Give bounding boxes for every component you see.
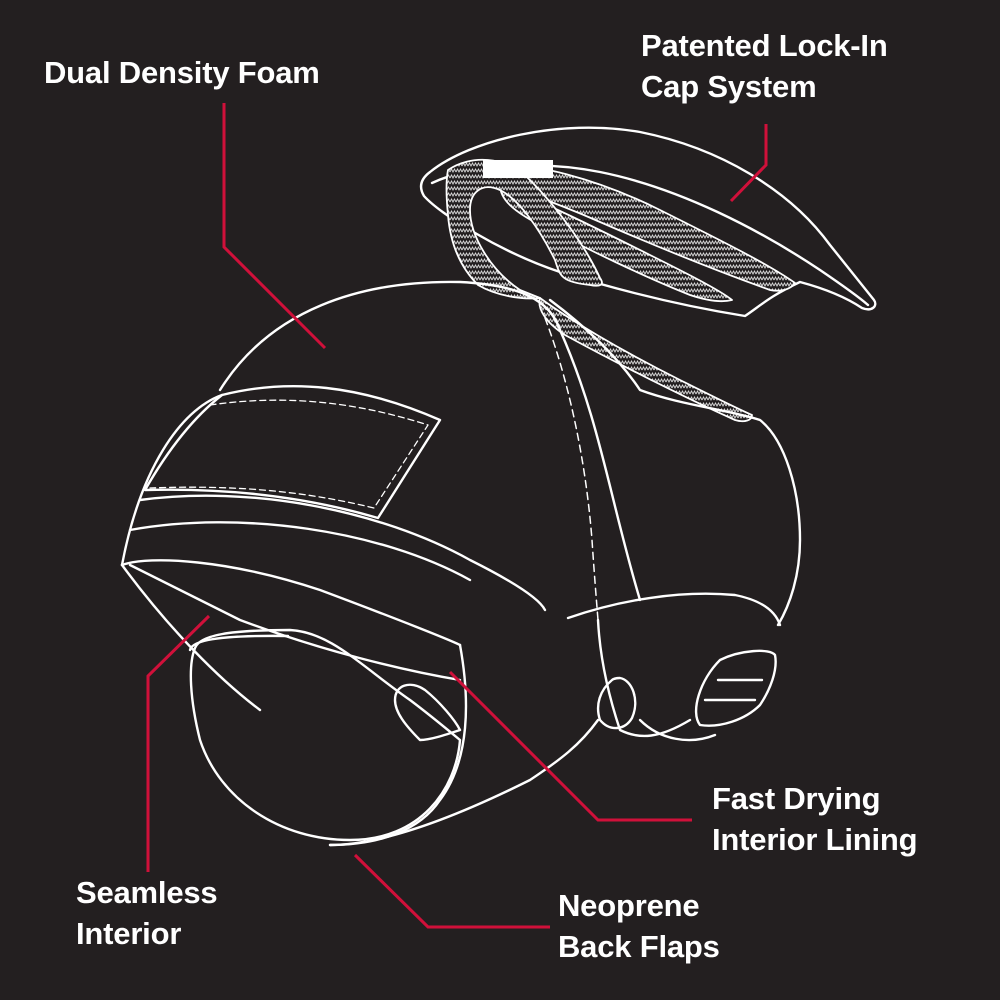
callout-text: Interior bbox=[76, 916, 182, 951]
callout-text: Cap System bbox=[641, 69, 817, 104]
leader-lining bbox=[448, 670, 692, 822]
leader-neoprene bbox=[353, 853, 550, 929]
helmet-shell bbox=[120, 280, 802, 712]
callout-lock-in-cap-system: Patented Lock-In Cap System bbox=[641, 25, 888, 107]
cap-mesh-straps bbox=[445, 158, 796, 423]
callout-text: Neoprene bbox=[558, 888, 700, 923]
leader-seamless bbox=[146, 614, 211, 872]
leader-cap bbox=[729, 124, 768, 203]
callout-text: Dual Density Foam bbox=[44, 55, 320, 90]
leader-lines bbox=[146, 103, 768, 929]
callout-seamless-interior: Seamless Interior bbox=[76, 872, 218, 954]
cap-clip bbox=[483, 160, 553, 178]
callout-text: Patented Lock-In bbox=[641, 28, 888, 63]
callout-text: Fast Drying bbox=[712, 781, 881, 816]
leader-foam bbox=[222, 103, 327, 350]
callout-dual-density-foam: Dual Density Foam bbox=[44, 52, 320, 93]
callout-text: Back Flaps bbox=[558, 929, 720, 964]
callout-text: Seamless bbox=[76, 875, 218, 910]
back-flaps bbox=[566, 592, 782, 742]
callout-fast-drying-lining: Fast Drying Interior Lining bbox=[712, 778, 918, 860]
callout-neoprene-back-flaps: Neoprene Back Flaps bbox=[558, 885, 720, 967]
callout-text: Interior Lining bbox=[712, 822, 918, 857]
face-opening bbox=[188, 628, 600, 847]
